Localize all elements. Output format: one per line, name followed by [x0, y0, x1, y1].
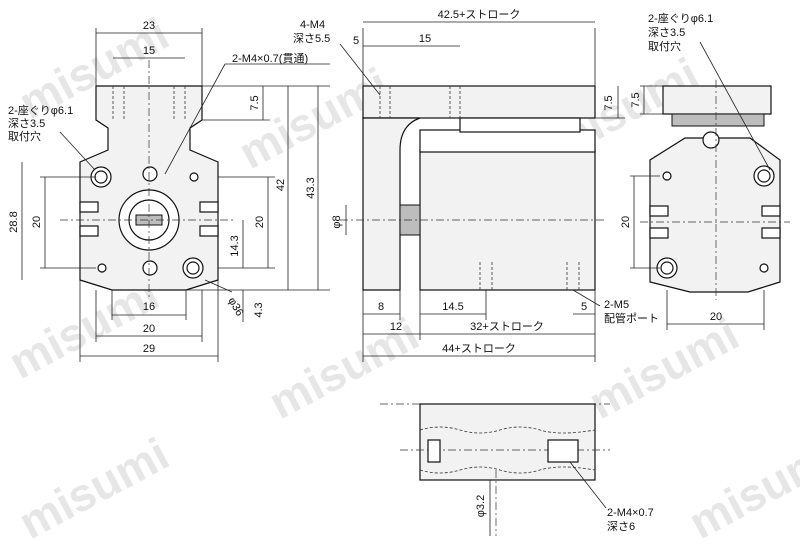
dim-20-bottom: 20 [143, 323, 155, 335]
front-view: 23 15 2-M4×0.7(貫通) 2-座ぐりφ6.1 深さ3.5 取付穴 7… [8, 20, 330, 362]
dim-top-width: 23 [143, 20, 155, 32]
dim-4-3: 4.3 [253, 302, 265, 317]
dim-28-8: 28.8 [8, 211, 20, 232]
right-cbore-line1: 2-座ぐりφ6.1 [648, 11, 713, 25]
leader-line [569, 461, 607, 509]
end-plate [362, 117, 421, 291]
bottom-tap-hole [427, 439, 441, 463]
hidden-line [419, 466, 596, 474]
tap-4m4-line1: 4-M4 [300, 19, 325, 31]
dim-12: 12 [390, 321, 402, 333]
guide-rail [459, 117, 581, 133]
cbore-callout-line1: 2-座ぐりφ6.1 [8, 103, 73, 117]
dim-7-5: 7.5 [249, 95, 261, 110]
cbore-callout-line2: 深さ3.5 [8, 117, 45, 130]
dim-29: 29 [143, 343, 155, 355]
bottom-view: φ3.2 2-M4×0.7 深さ6 [380, 403, 654, 536]
watermark-text: misumi [680, 427, 800, 548]
side-view: 42.5+ストローク 5 15 4-M4 深さ5.5 7.5 φ8 8 14.5… [293, 8, 659, 362]
side-notch [199, 225, 219, 237]
counterbore-hole-inner [757, 169, 771, 183]
dim-5-bottom: 5 [581, 301, 587, 313]
bottom-tap-hole [547, 439, 579, 463]
dim-42: 42 [275, 179, 287, 191]
dim-20-left: 20 [31, 216, 43, 228]
right-cbore-line3: 取付穴 [648, 39, 681, 53]
side-notch [79, 201, 99, 213]
right-dim-7-5: 7.5 [630, 92, 642, 107]
leader-line [339, 43, 381, 96]
tap-hole [142, 260, 158, 276]
tap-callout: 2-M4×0.7(貫通) [232, 52, 308, 65]
side-notch [649, 205, 669, 217]
side-notch [761, 227, 781, 239]
right-guide [671, 113, 765, 127]
right-cbore-line2: 深さ3.5 [648, 26, 685, 39]
counterbore-hole-inner [186, 261, 200, 275]
leader-line [699, 41, 771, 171]
tap-4m4-line2: 深さ5.5 [293, 32, 330, 45]
bottom-tap-line2: 深さ6 [607, 520, 635, 533]
right-top-plate [662, 85, 772, 115]
leader-line [204, 279, 233, 293]
guide-section [419, 129, 596, 153]
dim-dia-36: φ36 [225, 296, 245, 319]
rod-hole [702, 131, 720, 149]
dim-43-3: 43.3 [305, 177, 317, 198]
dim-42-5-stroke: 42.5+ストローク [438, 8, 521, 21]
port-callout-line2: 配管ポート [604, 311, 659, 325]
bottom-dim-phi-3-2: φ3.2 [475, 495, 487, 517]
tap-hole [142, 166, 158, 182]
watermark-text: misumi [580, 307, 747, 429]
right-dim-20-vertical: 20 [620, 216, 632, 228]
dim-32-stroke: 32+ストローク [470, 320, 544, 333]
dim-15: 15 [419, 33, 431, 45]
counterbore-hole-inner [94, 170, 108, 184]
dim-8: 8 [378, 301, 384, 313]
dim-5-top: 5 [353, 35, 359, 47]
counterbore-hole-inner [660, 261, 674, 275]
side-notch [199, 201, 219, 213]
port-callout-line1: 2-M5 [604, 299, 629, 311]
right-view: 2-座ぐりφ6.1 深さ3.5 取付穴 7.5 20 20 [620, 11, 790, 330]
bottom-tap-line1: 2-M4×0.7 [607, 507, 654, 519]
dim-20-right: 20 [254, 216, 266, 228]
leader-line [572, 289, 601, 307]
side-notch [649, 227, 669, 239]
right-body [649, 137, 781, 293]
top-plate [362, 85, 596, 119]
side-notch [761, 205, 781, 217]
leader-line [164, 63, 226, 175]
dim-14-3: 14.3 [229, 235, 241, 256]
small-hole [97, 263, 107, 273]
dim-14-5: 14.5 [442, 301, 463, 313]
dim-inner-width: 15 [143, 45, 155, 57]
dim-7-5-side: 7.5 [603, 95, 615, 110]
small-hole [189, 172, 199, 182]
dim-44-stroke: 44+ストローク [442, 342, 516, 355]
side-notch [79, 225, 99, 237]
right-dim-20-horizontal: 20 [710, 311, 722, 323]
cbore-callout-line3: 取付穴 [8, 129, 41, 143]
leader-line [59, 131, 96, 171]
dim-phi-8: φ8 [331, 215, 343, 228]
watermark-text: misumi [10, 427, 177, 548]
hidden-line [419, 426, 596, 434]
small-hole [662, 171, 672, 181]
dim-16: 16 [143, 301, 155, 313]
small-hole [759, 263, 769, 273]
